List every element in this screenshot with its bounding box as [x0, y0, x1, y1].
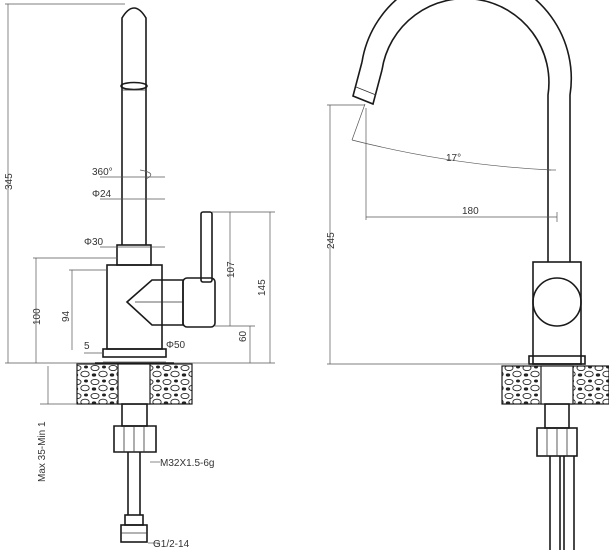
spout-outlet — [120, 81, 148, 91]
lever-handle — [200, 211, 213, 283]
lever-knob — [532, 277, 582, 327]
dim-body-height: 100 — [32, 308, 43, 325]
neck — [116, 244, 152, 266]
dim-handle-height: 145 — [257, 279, 268, 296]
shank — [121, 403, 148, 427]
gooseneck-inner — [361, 0, 573, 262]
spout-tip — [352, 61, 383, 106]
base-ring — [102, 348, 167, 358]
hose-nut — [120, 524, 148, 543]
spout-tube — [121, 7, 147, 245]
body — [106, 264, 163, 350]
dim-thread: M32X1.5-6g — [160, 458, 214, 469]
left-view: 345 360° Φ24 Φ30 100 94 107 145 60 5 Φ50… — [4, 3, 275, 550]
dim-base-diameter: Φ50 — [166, 340, 186, 351]
dim-lever-base: 94 — [61, 310, 72, 322]
dim-neck-diameter: Φ30 — [84, 237, 104, 248]
dim-angle: 17° — [446, 153, 461, 164]
dim-spout-diameter: Φ24 — [92, 189, 112, 200]
dim-rotation: 360° — [92, 167, 113, 178]
gooseneck-outer — [381, 0, 550, 262]
dim-counter-thickness: Max 35-Min 1 — [37, 421, 48, 482]
dim-lower-height: 60 — [238, 330, 249, 342]
dim-height: 245 — [326, 232, 337, 249]
lever-cap — [182, 277, 216, 328]
dim-gap: 5 — [84, 341, 90, 352]
dim-lever-height: 107 — [226, 261, 237, 278]
lever-joint — [125, 279, 184, 326]
dim-height-total: 345 — [4, 173, 15, 190]
dim-hose-thread: G1/2-14 — [153, 539, 190, 550]
right-view: 17° 180 245 — [326, 0, 609, 550]
dim-reach: 180 — [462, 206, 479, 217]
mount-nut — [113, 425, 157, 453]
